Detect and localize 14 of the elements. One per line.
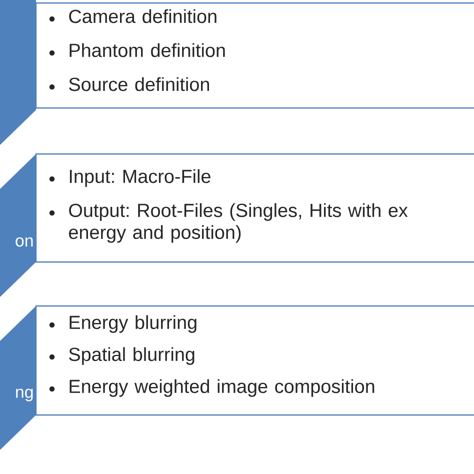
- list-item: Output: Root-Files (Singles, Hits with ex energy and position): [69, 203, 408, 243]
- text-box: [35, 305, 474, 416]
- list-item: Input: Macro-File: [70, 169, 210, 187]
- list-item: Energy weighted image composition: [70, 379, 374, 397]
- step-band: ng: [0, 306, 36, 450]
- list-item: Phantom definition: [70, 43, 225, 58]
- list-item: Source definition: [69, 77, 209, 92]
- list-item: Energy blurring: [70, 315, 196, 333]
- step-band: on: [0, 154, 36, 297]
- list-item: Camera definition: [69, 9, 216, 24]
- text-box: [35, 2, 474, 109]
- list-item: Spatial blurring: [69, 347, 194, 365]
- step-band: [0, 0, 36, 145]
- text-box: [35, 153, 474, 263]
